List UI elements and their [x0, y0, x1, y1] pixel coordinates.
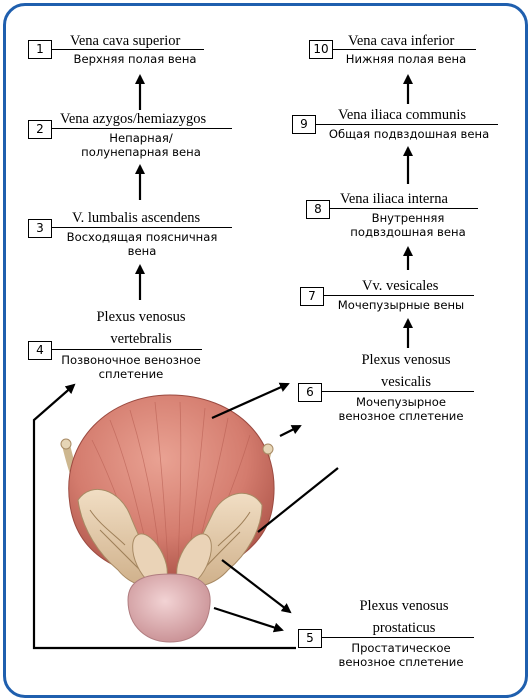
node-8-rule — [330, 208, 478, 209]
node-9-russian: Общая подвздошная вена — [328, 127, 490, 141]
node-9-number: 9 — [292, 115, 316, 134]
node-4-rule — [52, 349, 202, 350]
node-7-rule — [324, 295, 474, 296]
arrow-5-to-4 — [32, 383, 296, 650]
node-5-number: 5 — [298, 629, 322, 648]
node-6-number: 6 — [298, 383, 322, 402]
node-1-latin: Vena cava superior — [70, 33, 181, 49]
prostate — [127, 573, 211, 643]
node-7-russian: Мочепузырные вены — [337, 298, 465, 312]
node-8-latin: Vena iliaca interna — [340, 191, 448, 207]
arrow-plexus-to-5a — [221, 559, 292, 614]
node-6-russian: Мочепузырное венозное сплетение — [338, 395, 464, 423]
node-3-russian: Восходящая поясничная вена — [66, 230, 218, 258]
node-2-number: 2 — [28, 120, 52, 139]
node-9-rule — [316, 124, 498, 125]
node-7-latin: Vv. vesicales — [362, 278, 439, 294]
diagram-frame — [3, 3, 528, 698]
node-6-rule — [322, 391, 474, 392]
node-5-russian: Простатическое венозное сплетение — [338, 641, 464, 669]
node-2-rule — [52, 128, 232, 129]
node-1-russian: Верхняя полая вена — [73, 52, 197, 66]
node-3-latin: V. lumbalis ascendens — [72, 210, 201, 226]
node-8-russian: Внутренняя подвздошная вена — [350, 211, 466, 239]
arrow-prostate-to-5 — [213, 606, 284, 633]
node-4-number: 4 — [28, 341, 52, 360]
node-4-latin: Plexus venosus vertebralis — [96, 309, 186, 347]
node-5-rule — [322, 637, 474, 638]
node-3-rule — [52, 227, 232, 228]
arrow-bladder-to-6 — [211, 382, 290, 420]
node-9-latin: Vena iliaca communis — [338, 107, 467, 123]
node-10-russian: Нижняя полая вена — [345, 52, 467, 66]
node-2-latin: Vena azygos/hemiazygos — [60, 111, 207, 127]
node-1-rule — [52, 49, 204, 50]
node-2-russian: Непарная/ полунепарная вена — [81, 131, 201, 159]
node-8-number: 8 — [306, 200, 330, 219]
node-10-latin: Vena cava inferior — [348, 33, 455, 49]
node-10-rule — [333, 49, 476, 50]
arrow-plexus-to-6 — [279, 425, 302, 437]
node-5-latin: Plexus venosus prostaticus — [359, 598, 449, 636]
node-3-number: 3 — [28, 219, 52, 238]
arrow-plexus-to-line — [257, 467, 339, 533]
node-4-russian: Позвоночное венозное сплетение — [61, 353, 201, 381]
node-7-number: 7 — [300, 287, 324, 306]
node-10-number: 10 — [309, 40, 333, 59]
node-1-number: 1 — [28, 40, 52, 59]
node-6-latin: Plexus venosus vesicalis — [361, 352, 451, 390]
